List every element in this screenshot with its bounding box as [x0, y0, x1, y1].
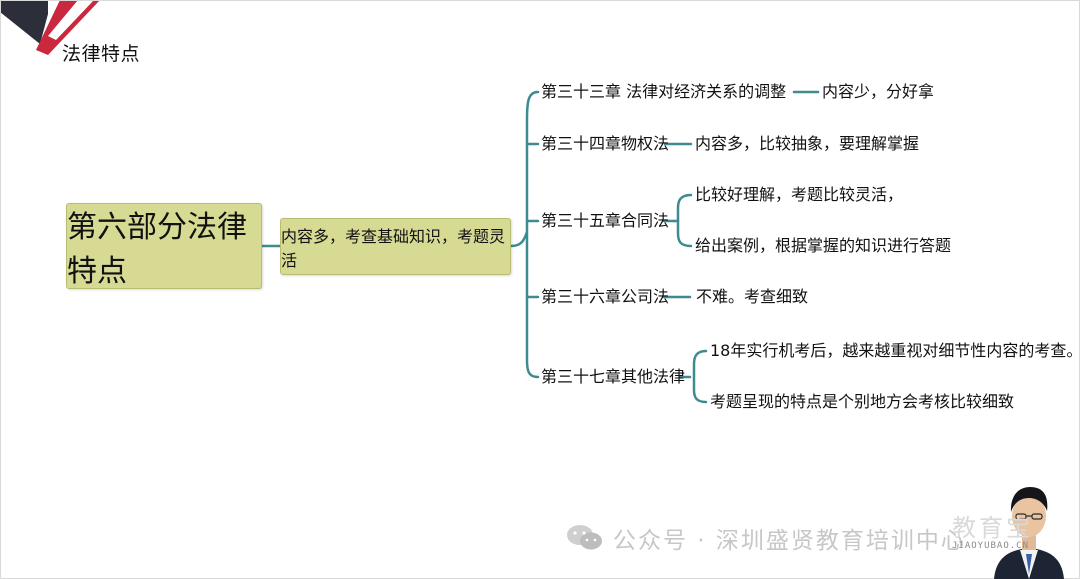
chapter-36-node: 第三十六章公司法 — [541, 287, 670, 306]
chapter-37-note-2: 考题呈现的特点是个别地方会考核比较细致 — [710, 392, 1015, 411]
brand-logo-subtext: JIAOYUBAO.CN — [952, 541, 1030, 551]
chapter-35-node: 第三十五章合同法 — [541, 211, 670, 230]
wechat-watermark: 公众号 · 深圳盛贤教育培训中心 — [565, 521, 966, 555]
watermark-text: 公众号 · 深圳盛贤教育培训中心 — [613, 528, 966, 554]
chapter-34-node: 第三十四章物权法 — [541, 134, 670, 153]
chapter-35-note-1: 比较好理解，考题比较灵活， — [695, 185, 904, 204]
page-title: 法律特点 — [62, 43, 141, 65]
presenter-image — [994, 487, 1064, 579]
chapter-36-note: 不难。考查细致 — [696, 287, 809, 306]
chapter-34-note: 内容多，比较抽象，要理解掌握 — [695, 134, 920, 153]
wechat-icon — [567, 525, 602, 550]
brand-logo-text: 教育宝 — [952, 514, 1033, 542]
mindmap-root-node: 第六部分法律特点 — [66, 203, 262, 289]
mindmap-summary-node: 内容多，考查基础知识，考题灵活 — [280, 218, 511, 275]
chapter-33-node: 第三十三章 法律对经济关系的调整 — [541, 82, 787, 101]
chapter-37-note-1: 18年实行机考后，越来越重视对细节性内容的考查。 — [710, 341, 1080, 360]
chapter-35-note-2: 给出案例，根据掌握的知识进行答题 — [695, 236, 952, 255]
chapter-37-node: 第三十七章其他法律 — [541, 367, 686, 386]
chapter-33-note: 内容少，分好拿 — [822, 82, 935, 101]
